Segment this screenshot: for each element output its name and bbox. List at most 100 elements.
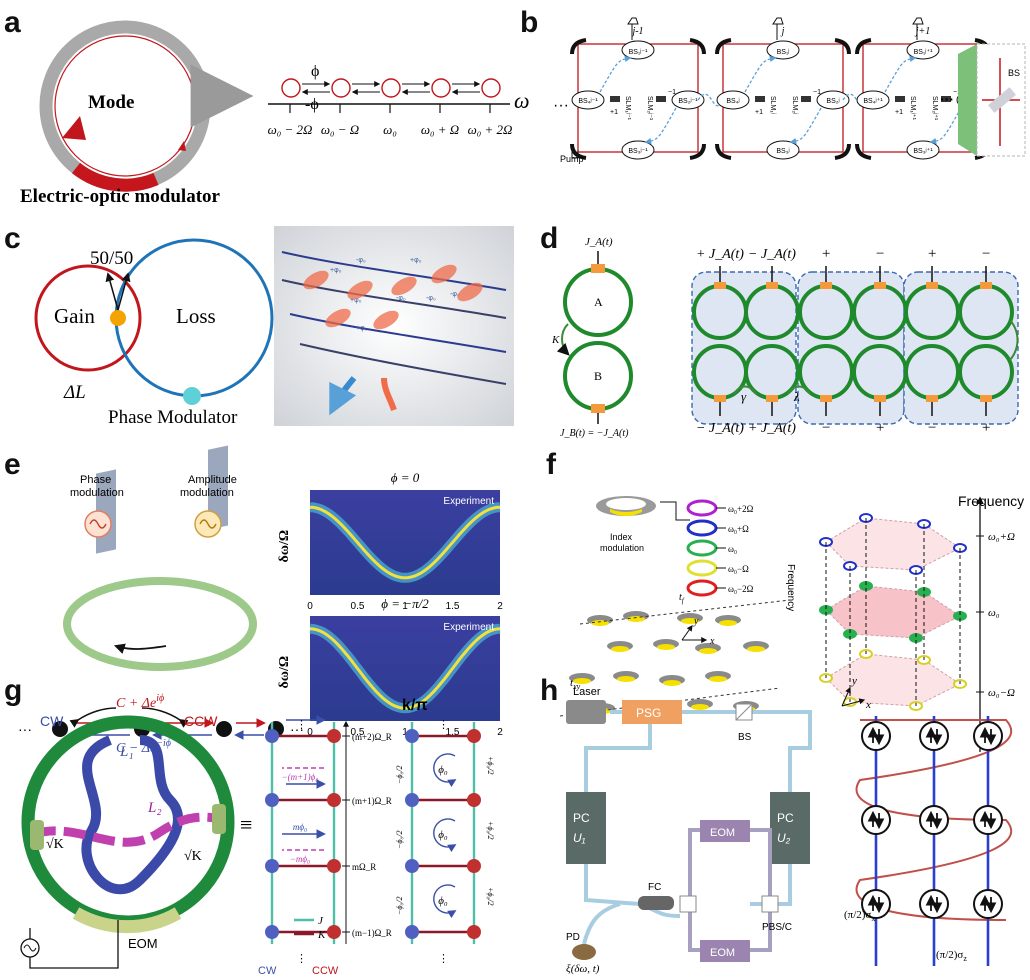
mode-arrow xyxy=(178,141,186,151)
corner-mirror xyxy=(570,38,587,55)
panel-a: a Mode Electric-optic modulator ω ϕ -ϕ ω… xyxy=(4,6,530,207)
left-beam-splitter xyxy=(716,90,750,110)
cell-index-label: j-1 xyxy=(630,26,643,37)
lambda-label: λ xyxy=(793,389,800,404)
spin-lattice xyxy=(855,716,1013,966)
phase-tag: +φ₀ xyxy=(356,325,368,332)
modulator-label: Electric-optic modulator xyxy=(20,186,221,207)
bs-label: BS xyxy=(738,732,752,743)
x-arrow xyxy=(841,698,866,707)
txy-label: txy xyxy=(570,677,581,691)
spin-site xyxy=(973,805,1003,835)
pump-icon xyxy=(571,150,579,159)
light-pulse xyxy=(325,308,351,328)
unit-cell-box xyxy=(903,271,1019,425)
bs-cube-diagonal xyxy=(735,703,753,721)
pc-u1-box xyxy=(566,792,606,864)
omega-axis-label: ω xyxy=(514,88,530,113)
tick-label: ω₀ − Ω xyxy=(321,122,359,137)
plot-xtick: 2 xyxy=(497,601,503,612)
frequency-level-label: ω₀+Ω xyxy=(988,531,1015,543)
mode-node xyxy=(331,78,351,98)
pc-u2-sub: U₂ xyxy=(777,831,791,845)
slm1-label: SLM₁ʲ⁺¹ xyxy=(909,96,917,121)
x-axis-label: x xyxy=(709,636,715,647)
split-arrow-left xyxy=(105,272,119,311)
y-label: y xyxy=(851,675,857,687)
lattice-ring-mod xyxy=(699,648,717,654)
phase-tag: +φ₀ xyxy=(330,267,342,274)
ccw-site xyxy=(327,925,341,939)
plot-xtick: 0 xyxy=(307,601,313,612)
frequency-level-label: ω₀+Ω xyxy=(728,524,749,534)
slm2-label: SLM₂ʲ xyxy=(791,96,798,114)
ring-modulator xyxy=(926,395,938,402)
ccw-site xyxy=(327,859,341,873)
modulator-segment xyxy=(71,162,159,192)
lattice-ring-mod xyxy=(611,646,629,652)
output-red xyxy=(381,377,397,411)
legend-j-label: J xyxy=(318,915,324,927)
mode-wavepacket xyxy=(62,116,86,140)
plot-xtick: 0 xyxy=(307,727,313,738)
fiber-top xyxy=(584,710,812,792)
sigma-z-label: (π/2)σz xyxy=(936,949,967,963)
cw-bottom-label: CW xyxy=(258,965,277,977)
plaq-site-right xyxy=(467,793,481,807)
cell-index-label: j xyxy=(780,26,785,37)
plot-ylabel: δω/Ω xyxy=(277,530,292,563)
honeycomb-ring-lattice: xy xyxy=(559,599,791,717)
ladder-vdots-top: ⋮ xyxy=(296,719,307,731)
sqrtk-left: √K xyxy=(46,837,64,852)
bottom-bs-label: BS₃ʲ xyxy=(776,148,789,155)
cw-site xyxy=(265,859,279,873)
gamma-arrow xyxy=(733,385,757,395)
level-label: (m+2)Ω_R xyxy=(352,732,392,742)
tick-label: ω₀ − 2Ω xyxy=(268,122,313,137)
slm-block xyxy=(610,96,620,102)
lattice-ring-mod xyxy=(681,618,699,624)
frequency-level-label: ω₀ xyxy=(988,607,1000,619)
panel-g: g CW CCW L₁ L₂ √K √K ≡ EOM (m+2)Ω_R(m+1)… xyxy=(4,674,495,977)
slm2-label: SLM₂ʲ⁺¹ xyxy=(931,96,939,121)
plus-one-label: +1 xyxy=(610,109,618,116)
bottom-beam-splitter xyxy=(621,140,655,160)
flux-arrow xyxy=(433,818,457,853)
frequency-axis-label: Frequency xyxy=(785,564,796,611)
output-blue xyxy=(329,376,357,416)
mode-node xyxy=(481,78,501,98)
xi-label: ξ(δω, t) xyxy=(566,963,600,975)
frequency-level-label: ω₀+2Ω xyxy=(728,504,754,514)
spin-site xyxy=(973,721,1003,751)
ring-modulator xyxy=(766,282,778,289)
plot-title: ϕ = 0 xyxy=(391,470,420,485)
slm2-label: SLM₂ʲ⁻¹ xyxy=(646,96,653,121)
coupler-junction xyxy=(110,310,126,326)
chain-dots-right: ··· xyxy=(290,721,304,737)
lattice-ring-mod xyxy=(657,644,675,650)
internal-path xyxy=(644,107,677,145)
frequency-ring xyxy=(686,519,718,537)
lattice-ring-mod xyxy=(691,704,709,710)
ring-modulator xyxy=(926,282,938,289)
frequency-ring xyxy=(686,579,718,597)
amp-mod-electrode xyxy=(208,445,228,530)
pc-u2-box xyxy=(770,792,810,864)
laser-label: Laser xyxy=(573,686,601,698)
detector-icon xyxy=(912,17,924,25)
ring-modulator xyxy=(714,395,726,402)
corner-mirror xyxy=(834,143,851,160)
cw-site xyxy=(265,729,279,743)
band-curve xyxy=(309,627,501,710)
spin-site xyxy=(919,889,949,919)
plot-xtick: 1 xyxy=(402,727,408,738)
sigma-x-label: (π/2)σx xyxy=(844,909,875,923)
amp-wave-icon xyxy=(199,519,217,529)
gain-ring xyxy=(34,264,142,372)
synthetic-lattice-chain: ······ xyxy=(18,718,304,740)
